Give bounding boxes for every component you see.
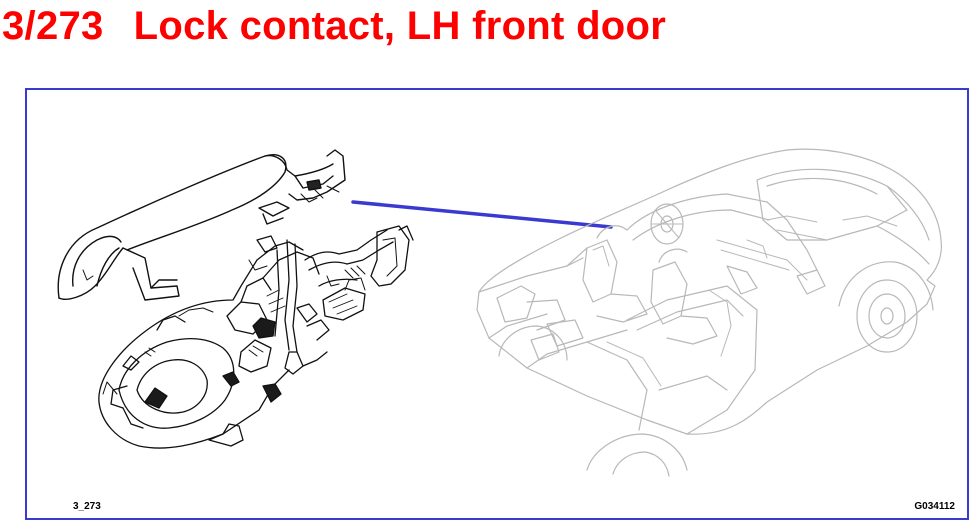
car-overview xyxy=(476,148,942,477)
title-text: Lock contact, LH front door xyxy=(133,4,667,48)
caption-left: 3_273 xyxy=(73,501,101,512)
diagram-frame: 3_273 G034112 xyxy=(25,88,969,520)
door-handle-assembly xyxy=(57,149,346,301)
caption-right: G034112 xyxy=(914,501,955,512)
page-title: 3/273 Lock contact, LH front door xyxy=(2,2,666,50)
lock-contact-assembly xyxy=(98,225,414,449)
title-code: 3/273 xyxy=(2,4,104,48)
diagram-canvas xyxy=(57,148,942,477)
leader-line xyxy=(351,200,613,229)
